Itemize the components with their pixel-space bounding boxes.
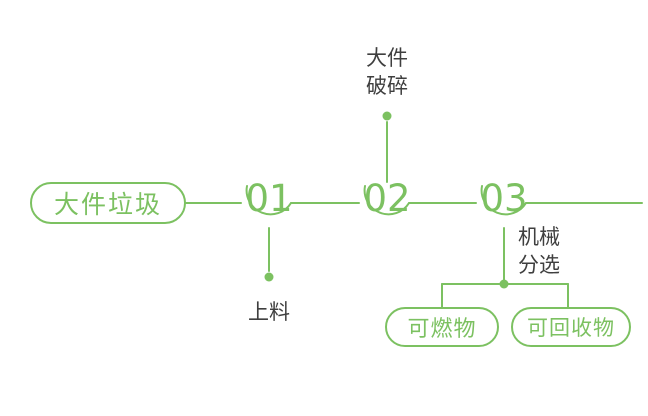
step3-arc — [480, 185, 527, 216]
output-node-combustible: 可燃物 — [385, 307, 499, 347]
step2-endpoint-dot — [382, 111, 392, 121]
output-node-recyclable: 可回收物 — [511, 307, 631, 347]
step1-arc — [245, 185, 292, 216]
step2-caption: 大件 破碎 — [366, 46, 408, 99]
step2-arc — [363, 185, 410, 216]
source-node: 大件垃圾 — [30, 182, 186, 224]
output-node-combustible-label: 可燃物 — [407, 317, 477, 342]
source-node-label: 大件垃圾 — [53, 190, 162, 219]
output-node-recyclable-label: 可回收物 — [527, 316, 615, 340]
step-number-1: 01 — [245, 177, 293, 220]
step-number-2: 02 — [363, 177, 411, 220]
step1-endpoint-dot — [264, 272, 274, 282]
step1-caption: 上料 — [248, 300, 290, 324]
step-number-3: 03 — [480, 177, 528, 220]
step3-caption: 机械 分选 — [518, 225, 560, 278]
